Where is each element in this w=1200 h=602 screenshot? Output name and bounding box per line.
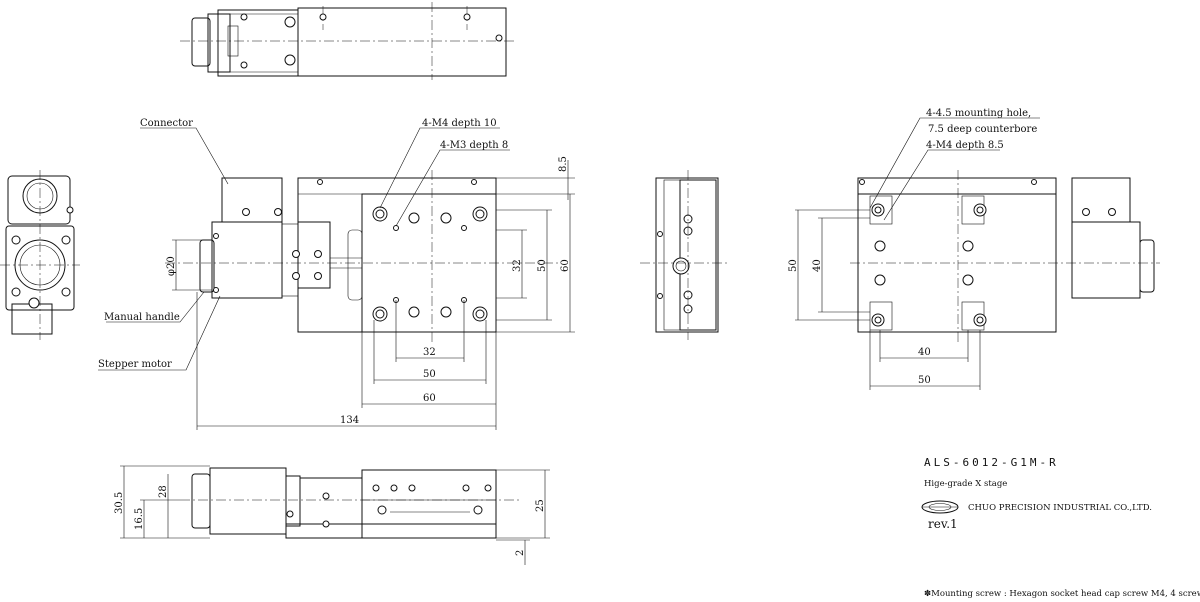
dim-bottom-50-vertical: 50 bbox=[788, 259, 799, 272]
label-m4-depth-10: 4-M4 depth 10 bbox=[422, 118, 497, 129]
dim-60-horizontal: 60 bbox=[423, 393, 436, 404]
side-elevation bbox=[120, 465, 550, 565]
footnote: ✽Mounting screw : Hexagon socket head ca… bbox=[924, 589, 1200, 599]
label-connector: Connector bbox=[140, 118, 193, 129]
dim-28: 28 bbox=[158, 485, 169, 498]
side-view bbox=[640, 170, 730, 340]
front-dimensions bbox=[98, 127, 575, 430]
dim-phi20: φ20 bbox=[166, 256, 177, 276]
dim-16-5: 16.5 bbox=[134, 508, 145, 530]
dim-bottom-40-vertical: 40 bbox=[812, 259, 823, 272]
label-manual-handle: Manual handle bbox=[104, 312, 180, 323]
dim-2: 2 bbox=[515, 550, 526, 556]
dim-60-vertical: 60 bbox=[560, 259, 571, 272]
model-number: ALS-6012-G1M-R bbox=[924, 456, 1059, 469]
label-m3-depth-8: 4-M3 depth 8 bbox=[440, 140, 508, 151]
top-view bbox=[180, 2, 515, 80]
model-description: Hige-grade X stage bbox=[924, 479, 1007, 489]
dim-50-vertical: 50 bbox=[537, 259, 548, 272]
left-end-view bbox=[0, 170, 80, 340]
dim-bottom-50-horizontal: 50 bbox=[918, 375, 931, 386]
dim-8-5: 8.5 bbox=[558, 156, 569, 172]
label-mounting-hole-1: 4-4.5 mounting hole, bbox=[926, 108, 1031, 119]
bottom-view bbox=[795, 117, 1160, 390]
dim-32-horizontal: 32 bbox=[423, 347, 436, 358]
label-mounting-hole-2: 7.5 deep counterbore bbox=[928, 124, 1037, 135]
dim-25: 25 bbox=[535, 499, 546, 512]
label-stepper-motor: Stepper motor bbox=[98, 359, 172, 370]
company-name: CHUO PRECISION INDUSTRIAL CO.,LTD. bbox=[968, 503, 1152, 513]
company-logo-icon bbox=[921, 500, 959, 514]
dim-32-vertical: 32 bbox=[512, 259, 523, 272]
dim-50-horizontal: 50 bbox=[423, 369, 436, 380]
label-m4-depth-8-5: 4-M4 depth 8.5 bbox=[926, 140, 1004, 151]
dim-134: 134 bbox=[340, 415, 359, 426]
revision: rev.1 bbox=[928, 517, 958, 531]
front-view bbox=[165, 170, 560, 345]
dim-30-5: 30.5 bbox=[114, 492, 125, 514]
dim-bottom-40-horizontal: 40 bbox=[918, 347, 931, 358]
